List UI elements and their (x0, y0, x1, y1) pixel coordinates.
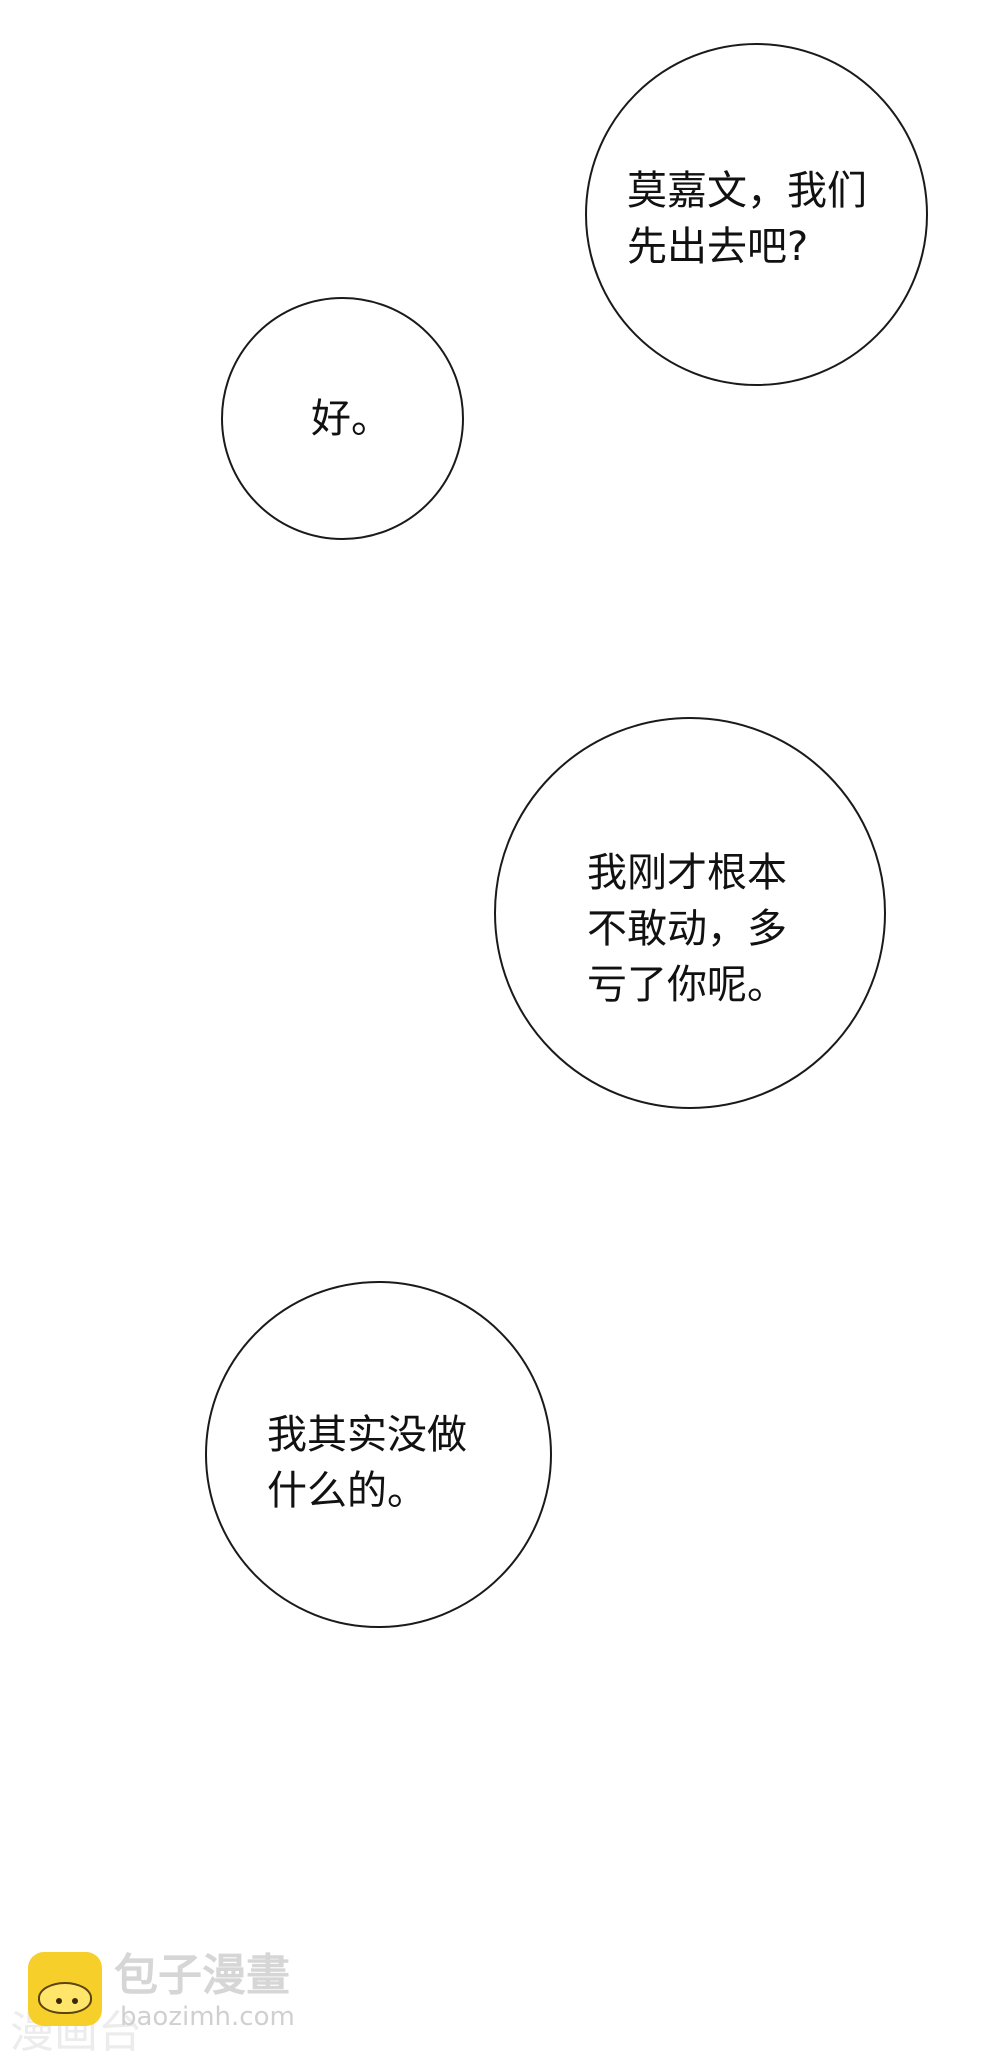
speech-bubble-4: 我其实没做 什么的。 (205, 1281, 552, 1628)
watermark: 漫画台 包子漫畫 baozimh.com (10, 1948, 344, 2058)
speech-bubble-3-text: 我刚才根本 不敢动，多 亏了你呢。 (587, 850, 787, 1008)
speech-bubble-2-text: 好。 (311, 396, 391, 442)
bun-mascot-icon (28, 1952, 102, 2026)
speech-bubble-4-text: 我其实没做 什么的。 (267, 1412, 467, 1514)
speech-bubble-1-text: 莫嘉文，我们 先出去吧? (627, 168, 867, 270)
speech-bubble-3: 我刚才根本 不敢动，多 亏了你呢。 (494, 717, 886, 1109)
speech-bubble-1: 莫嘉文，我们 先出去吧? (585, 43, 928, 386)
watermark-url: baozimh.com (120, 2002, 295, 2032)
watermark-site-name: 包子漫畫 (114, 1950, 290, 2001)
speech-bubble-2: 好。 (221, 297, 464, 540)
